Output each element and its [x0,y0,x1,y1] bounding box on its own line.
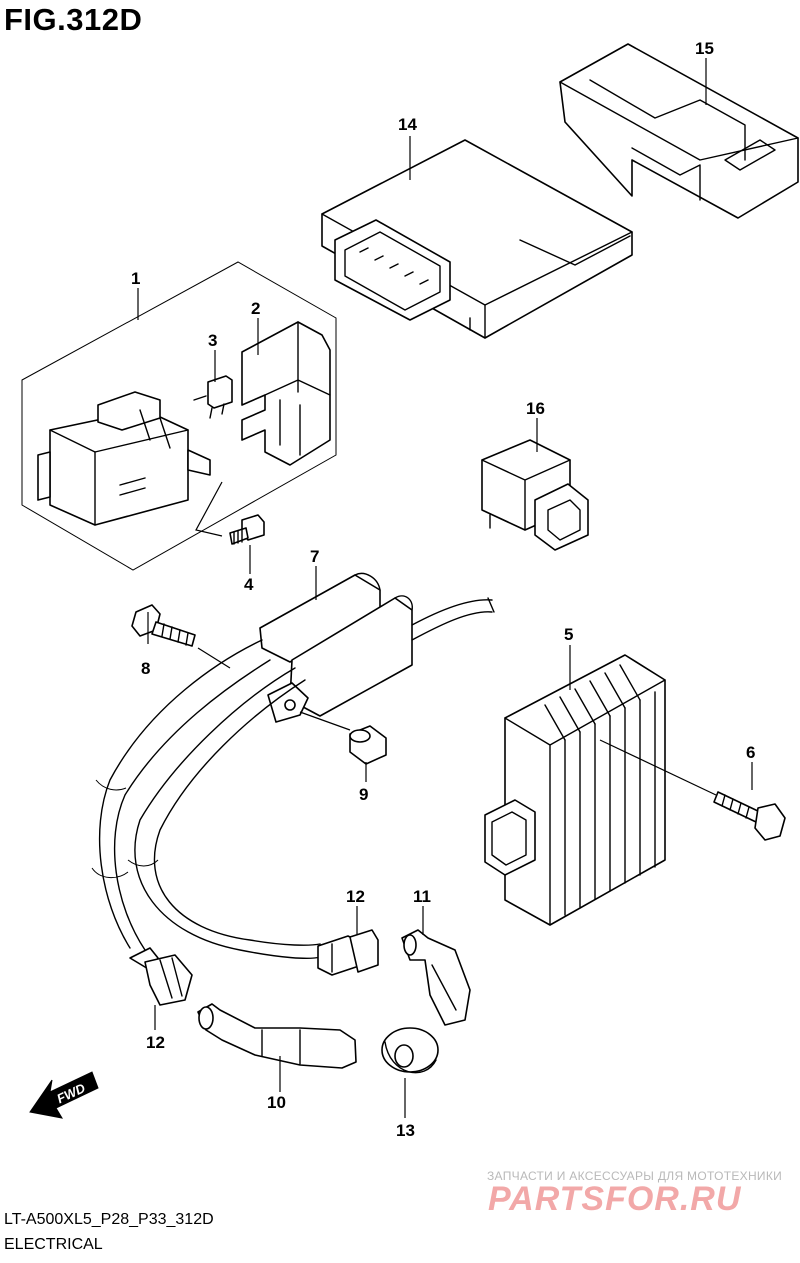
callout-5: 5 [564,625,573,644]
part-7-ignition-coil[interactable] [259,572,495,723]
part-5-regulator-rectifier[interactable] [484,654,666,926]
callout-16: 16 [526,399,545,418]
part-2-relay-cover[interactable] [241,321,331,466]
leader-lines [137,58,753,1118]
callout-13: 13 [396,1121,415,1140]
callout-2: 2 [251,299,260,318]
callout-14: 14 [398,115,417,134]
part-16-connector[interactable] [481,439,589,551]
fwd-arrow-icon: FWD [29,1071,99,1119]
callout-8: 8 [141,659,150,678]
callout-7: 7 [310,547,319,566]
part-1-relay[interactable] [37,391,211,526]
part-8-bolt[interactable] [131,604,196,647]
part-11-elbow-cap[interactable] [401,929,471,1026]
part-4-screw[interactable] [229,514,265,545]
callout-11: 11 [413,887,431,906]
part-12-plug-cap-left[interactable] [129,947,193,1006]
part-9-collar[interactable] [349,725,387,765]
model-code: LT-A500XL5_P28_P33_312D [4,1211,214,1228]
callout-12-left: 12 [146,1033,165,1052]
part-3-fuse[interactable] [193,375,233,419]
figure-title: FIG.312D [4,2,143,37]
part-14-ecm[interactable] [321,139,633,339]
ignition-leads [91,639,321,960]
part-10-plug-boot[interactable] [197,1003,357,1069]
callout-12-right: 12 [346,887,365,906]
section-category: ELECTRICAL [4,1236,103,1253]
part-15-ecm-strap[interactable] [559,43,799,219]
watermark-tagline: ЗАПЧАСТИ И АКСЕССУАРЫ ДЛЯ МОТОТЕХНИКИ [487,1169,783,1183]
part-13-grommet[interactable] [381,1027,439,1074]
callout-15: 15 [695,39,714,58]
part-6-bolt[interactable] [713,791,786,841]
watermark-brand-logo: PARTSFOR.RU [488,1180,742,1218]
callout-10: 10 [267,1093,286,1112]
callout-4: 4 [244,575,254,594]
callout-3: 3 [208,331,217,350]
part-1-group-frame [21,261,337,571]
callout-9: 9 [359,785,368,804]
part-12-plug-cap-right[interactable] [317,929,379,976]
callout-6: 6 [746,743,755,762]
callout-1: 1 [131,269,140,288]
